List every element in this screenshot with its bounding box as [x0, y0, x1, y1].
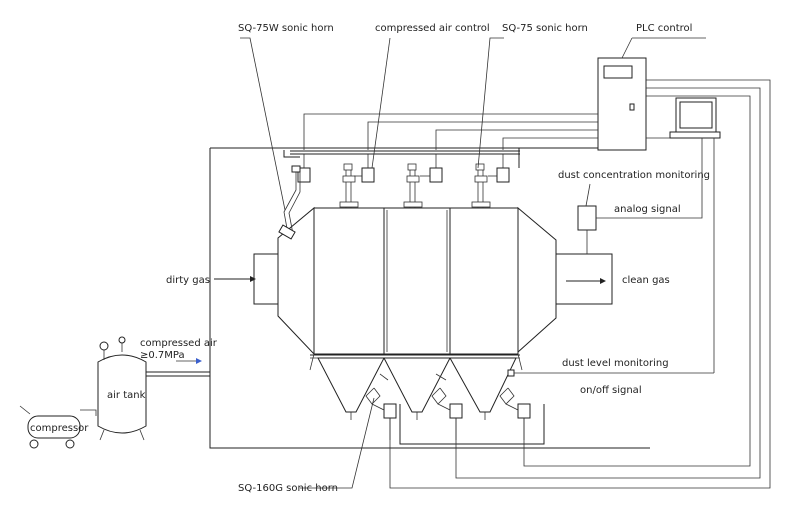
- label-air-tank: air tank: [107, 390, 146, 401]
- label-sq75: SQ-75 sonic horn: [502, 23, 588, 34]
- chamber-1: [313, 207, 385, 355]
- chamber-2: [383, 207, 451, 355]
- solenoid-box-3: [429, 167, 443, 183]
- top-horn-assemblies: [278, 148, 520, 240]
- dust-collector: [277, 206, 557, 420]
- label-dust-level: dust level monitoring: [562, 358, 669, 369]
- label-pressure: ≥0.7MPa: [140, 350, 185, 361]
- compressed-air-line: [146, 358, 210, 377]
- dirty-gas-arrow: [214, 276, 256, 282]
- label-analog-signal: analog signal: [614, 204, 681, 215]
- solenoid-box-5: [383, 403, 397, 419]
- system-frame: [209, 147, 650, 449]
- solenoid-box-7: [517, 403, 531, 419]
- chamber-3: [449, 207, 519, 355]
- label-sq160g: SQ-160G sonic horn: [238, 483, 338, 494]
- monitor: [669, 97, 721, 139]
- label-dirty-gas: dirty gas: [166, 275, 210, 286]
- label-plc: PLC control: [636, 23, 692, 34]
- air-tank: [97, 336, 147, 441]
- label-clean-gas: clean gas: [622, 275, 670, 286]
- clean-gas-arrow: [566, 278, 606, 284]
- solenoid-box-4: [496, 167, 510, 183]
- label-compressed-air-control: compressed air control: [375, 23, 490, 34]
- inlet-flange: [253, 253, 279, 305]
- dust-level-sensor: [507, 369, 714, 377]
- signal-wiring: [303, 79, 771, 489]
- label-compressor: compressor: [30, 423, 89, 434]
- bottom-horn-assemblies: [365, 373, 545, 445]
- plc-cabinet: [597, 37, 706, 151]
- label-dust-concentration: dust concentration monitoring: [558, 170, 710, 181]
- compressor-unit: [19, 405, 97, 449]
- outlet-flange: [555, 253, 613, 305]
- label-compressed-air: compressed air: [140, 338, 218, 349]
- label-sq75w: SQ-75W sonic horn: [238, 23, 334, 34]
- solenoid-box-6: [449, 403, 463, 419]
- callout-leaders: [240, 37, 591, 489]
- solenoid-box-2: [361, 167, 375, 183]
- label-onoff-signal: on/off signal: [580, 385, 642, 396]
